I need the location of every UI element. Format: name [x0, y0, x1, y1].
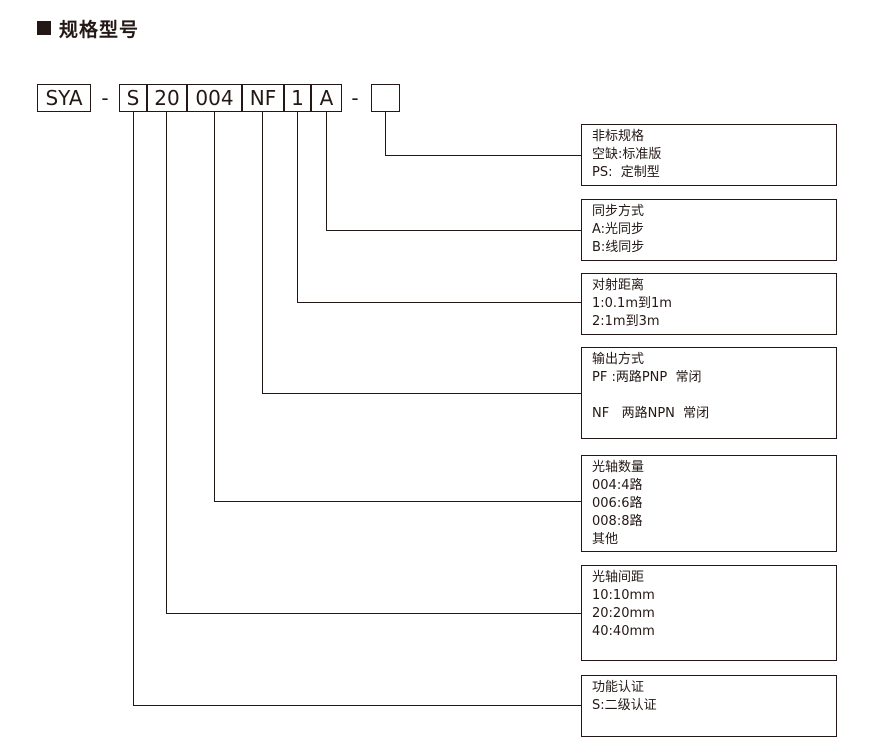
desc-box-axis-count: 光轴数量 004:4路 006:6路 008:8路 其他: [581, 455, 837, 552]
desc-line: A:光同步: [592, 222, 645, 237]
connector-sync: [326, 112, 581, 231]
code-segment-custom-empty: [371, 84, 400, 112]
desc-line: 其他: [592, 532, 619, 547]
desc-box-sync: 同步方式 A:光同步 B:线同步: [581, 199, 837, 261]
code-dash: -: [101, 86, 109, 110]
desc-box-output: 输出方式 PF :两路PNP 常闭 NF 两路NPN 常闭: [581, 347, 837, 439]
desc-line: 006:6路: [592, 496, 643, 511]
desc-title: 功能认证: [592, 680, 645, 695]
connector-distance: [297, 112, 581, 303]
code-segment-series: SYA: [37, 84, 91, 112]
desc-line: 20:20mm: [592, 606, 655, 621]
section-heading: 规格型号: [37, 14, 139, 42]
desc-line: 10:10mm: [592, 588, 655, 603]
desc-line: 空缺:标准版: [592, 147, 662, 162]
desc-line: 2:1m到3m: [592, 314, 660, 329]
desc-line: PS: 定制型: [592, 165, 660, 180]
desc-line: 1:0.1m到1m: [592, 296, 672, 311]
desc-title: 光轴数量: [592, 460, 645, 475]
code-segment-axis-count: 004: [187, 84, 242, 112]
bullet-square-icon: [37, 21, 51, 35]
code-segment-sync: A: [311, 84, 342, 112]
desc-line: B:线同步: [592, 240, 645, 255]
code-segment-distance: 1: [284, 84, 311, 112]
code-segment-certification: S: [119, 84, 147, 112]
section-title: 规格型号: [59, 18, 140, 41]
desc-line: S:二级认证: [592, 698, 657, 713]
desc-line: PF :两路PNP 常闭: [592, 370, 702, 385]
desc-title: 光轴间距: [592, 570, 645, 585]
desc-line: 008:8路: [592, 514, 643, 529]
code-segment-output: NF: [242, 84, 284, 112]
desc-title: 输出方式: [592, 352, 645, 367]
desc-box-custom: 非标规格 空缺:标准版 PS: 定制型: [581, 124, 837, 186]
connector-axis-spacing: [166, 112, 581, 614]
desc-line: NF 两路NPN 常闭: [592, 406, 710, 421]
desc-box-distance: 对射距离 1:0.1m到1m 2:1m到3m: [581, 273, 837, 335]
desc-title: 对射距离: [592, 278, 645, 293]
desc-title: 非标规格: [592, 129, 645, 144]
connector-certification: [133, 112, 581, 706]
code-dash: -: [351, 86, 359, 110]
desc-line: 004:4路: [592, 478, 643, 493]
code-segment-axis-spacing: 20: [147, 84, 187, 112]
desc-box-certification: 功能认证 S:二级认证: [581, 675, 837, 737]
connector-axis-count: [214, 112, 581, 502]
desc-line: [592, 387, 826, 405]
desc-box-axis-spacing: 光轴间距 10:10mm 20:20mm 40:40mm: [581, 565, 837, 661]
desc-title: 同步方式: [592, 204, 645, 219]
desc-line: 40:40mm: [592, 624, 655, 639]
connector-output: [262, 112, 581, 394]
connector-custom: [385, 112, 581, 156]
